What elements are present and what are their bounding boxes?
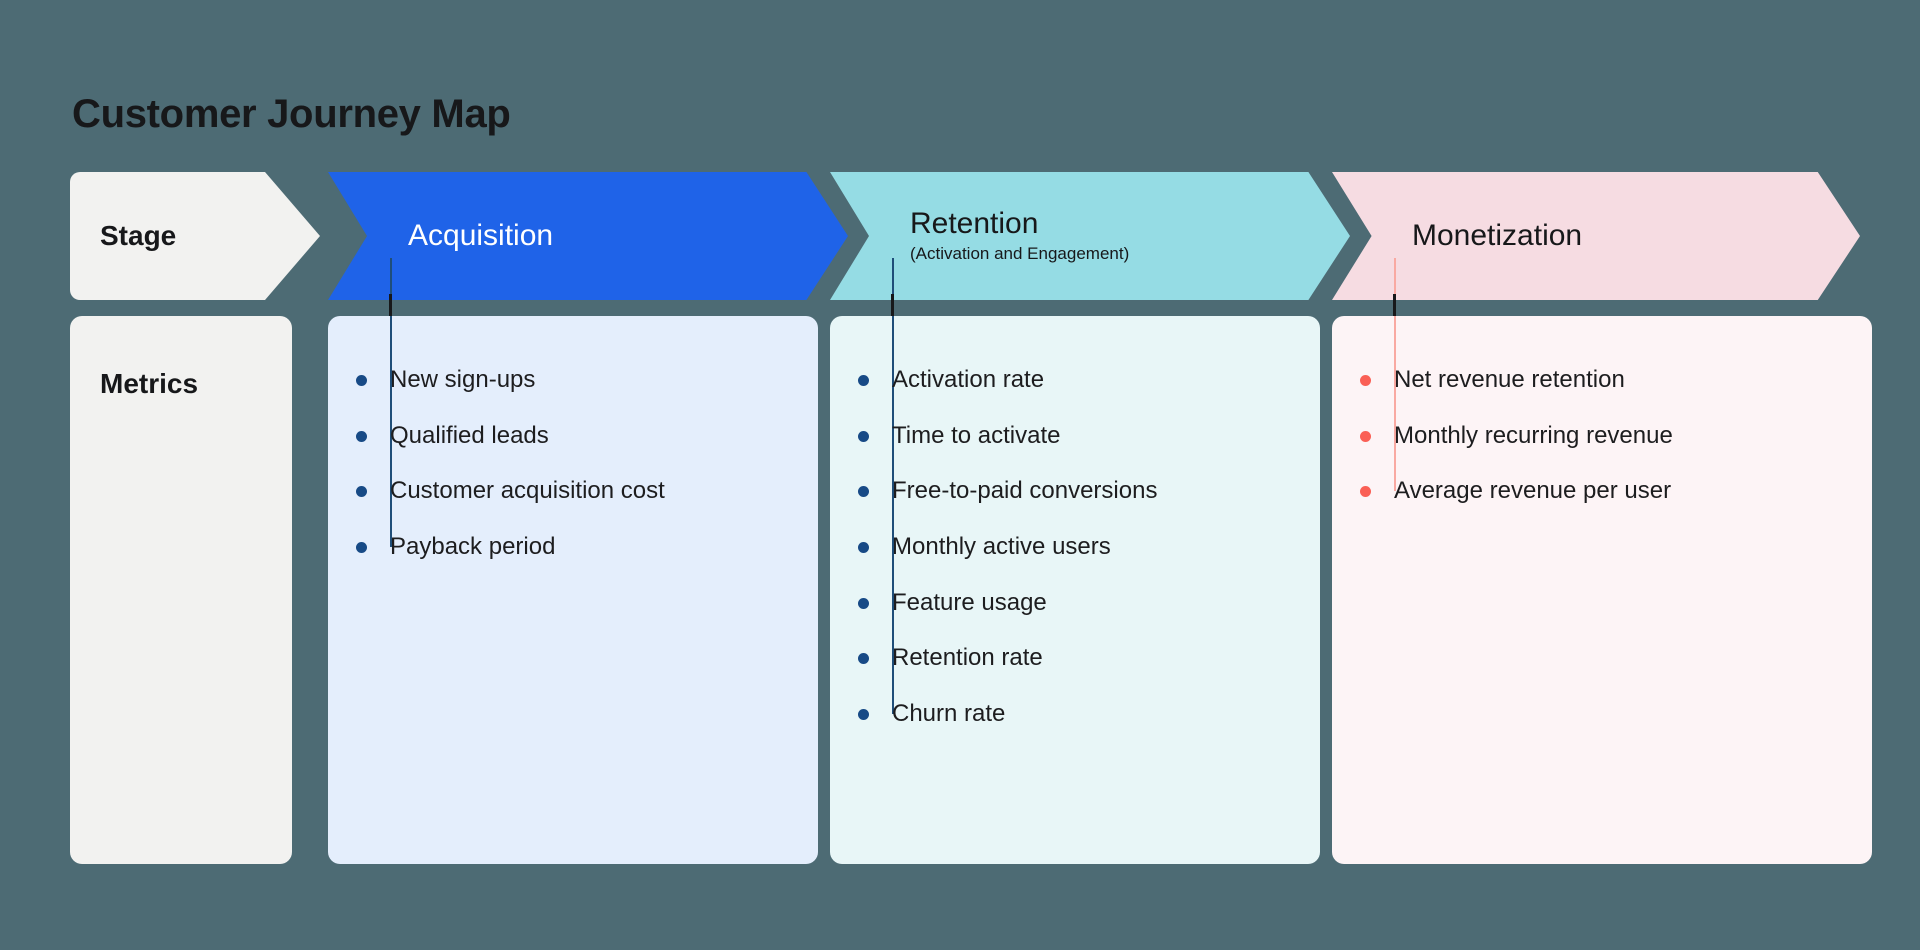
metrics-row-label: Metrics xyxy=(100,368,199,399)
bullet-dot-icon xyxy=(858,486,869,498)
metric-item: Monthly active users xyxy=(858,531,1286,563)
metric-item: Net revenue retention xyxy=(1360,364,1838,396)
timeline-stub-icon xyxy=(389,294,392,316)
metric-label: Free-to-paid conversions xyxy=(892,477,1158,505)
stage-subtitle-retention: (Activation and Engagement) xyxy=(910,244,1130,264)
bullet-dot-icon xyxy=(1360,430,1371,442)
metric-label: Qualified leads xyxy=(390,421,549,449)
metric-label: Customer acquisition cost xyxy=(390,477,665,505)
timeline-spine-icon xyxy=(892,258,894,714)
stage-chevron-acquisition[interactable]: Acquisition xyxy=(328,172,848,300)
stage-chevron-retention[interactable]: Retention (Activation and Engagement) xyxy=(830,172,1350,300)
metric-label: Monthly recurring revenue xyxy=(1394,421,1673,449)
bullet-dot-icon xyxy=(356,375,367,386)
metric-item: Qualified leads xyxy=(356,420,784,452)
bullet-dot-icon xyxy=(858,597,869,609)
metric-item: Customer acquisition cost xyxy=(356,475,784,507)
timeline-stub-icon xyxy=(1393,294,1396,316)
metric-label: New sign-ups xyxy=(390,366,536,393)
page-title: Customer Journey Map xyxy=(72,92,511,136)
bullet-dot-icon xyxy=(858,430,869,442)
stage-title-retention: Retention xyxy=(910,206,1039,240)
bullet-dot-icon xyxy=(356,486,367,498)
bullet-dot-icon xyxy=(858,653,869,665)
metric-label: Time to activate xyxy=(892,421,1061,449)
metric-label: Monthly active users xyxy=(892,533,1111,561)
metric-item: Payback period xyxy=(356,531,784,563)
metric-item: Activation rate xyxy=(858,364,1286,396)
bullet-dot-icon xyxy=(858,542,869,554)
metric-item: Free-to-paid conversions xyxy=(858,475,1286,507)
timeline-spine-icon xyxy=(390,258,392,547)
stage-title-acquisition: Acquisition xyxy=(408,218,554,252)
bullet-dot-icon xyxy=(356,542,367,554)
timeline-stub-icon xyxy=(891,294,894,316)
bullet-dot-icon xyxy=(1360,375,1371,386)
bullet-dot-icon xyxy=(1360,486,1371,498)
stage-row-label: Stage xyxy=(100,219,177,251)
metric-item: Time to activate xyxy=(858,420,1286,452)
stage-title-monetization: Monetization xyxy=(1412,218,1583,252)
metric-label: Activation rate xyxy=(892,366,1045,393)
stage-chevron-monetization[interactable]: Monetization xyxy=(1332,172,1860,300)
metric-label: Payback period xyxy=(390,533,556,561)
bullet-dot-icon xyxy=(858,709,869,721)
timeline-spine-icon xyxy=(1394,258,1396,491)
metric-label: Net revenue retention xyxy=(1394,366,1625,393)
metric-item: Average revenue per user xyxy=(1360,475,1838,507)
metric-item: Monthly recurring revenue xyxy=(1360,420,1838,452)
metric-item: Retention rate xyxy=(858,642,1286,674)
metric-label: Feature usage xyxy=(892,588,1047,616)
metric-label: Retention rate xyxy=(892,644,1043,672)
metric-item: New sign-ups xyxy=(356,364,784,396)
bullet-dot-icon xyxy=(356,430,367,442)
metric-item: Feature usage xyxy=(858,587,1286,619)
metric-label: Churn rate xyxy=(892,700,1006,728)
row-label-stage: Stage xyxy=(70,172,320,300)
metric-item: Churn rate xyxy=(858,698,1286,730)
row-label-metrics: Metrics xyxy=(70,316,292,864)
metric-label: Average revenue per user xyxy=(1394,477,1672,505)
bullet-dot-icon xyxy=(858,375,869,386)
stage-header-row: Stage Acquisition Retention (Activation … xyxy=(70,172,1860,300)
